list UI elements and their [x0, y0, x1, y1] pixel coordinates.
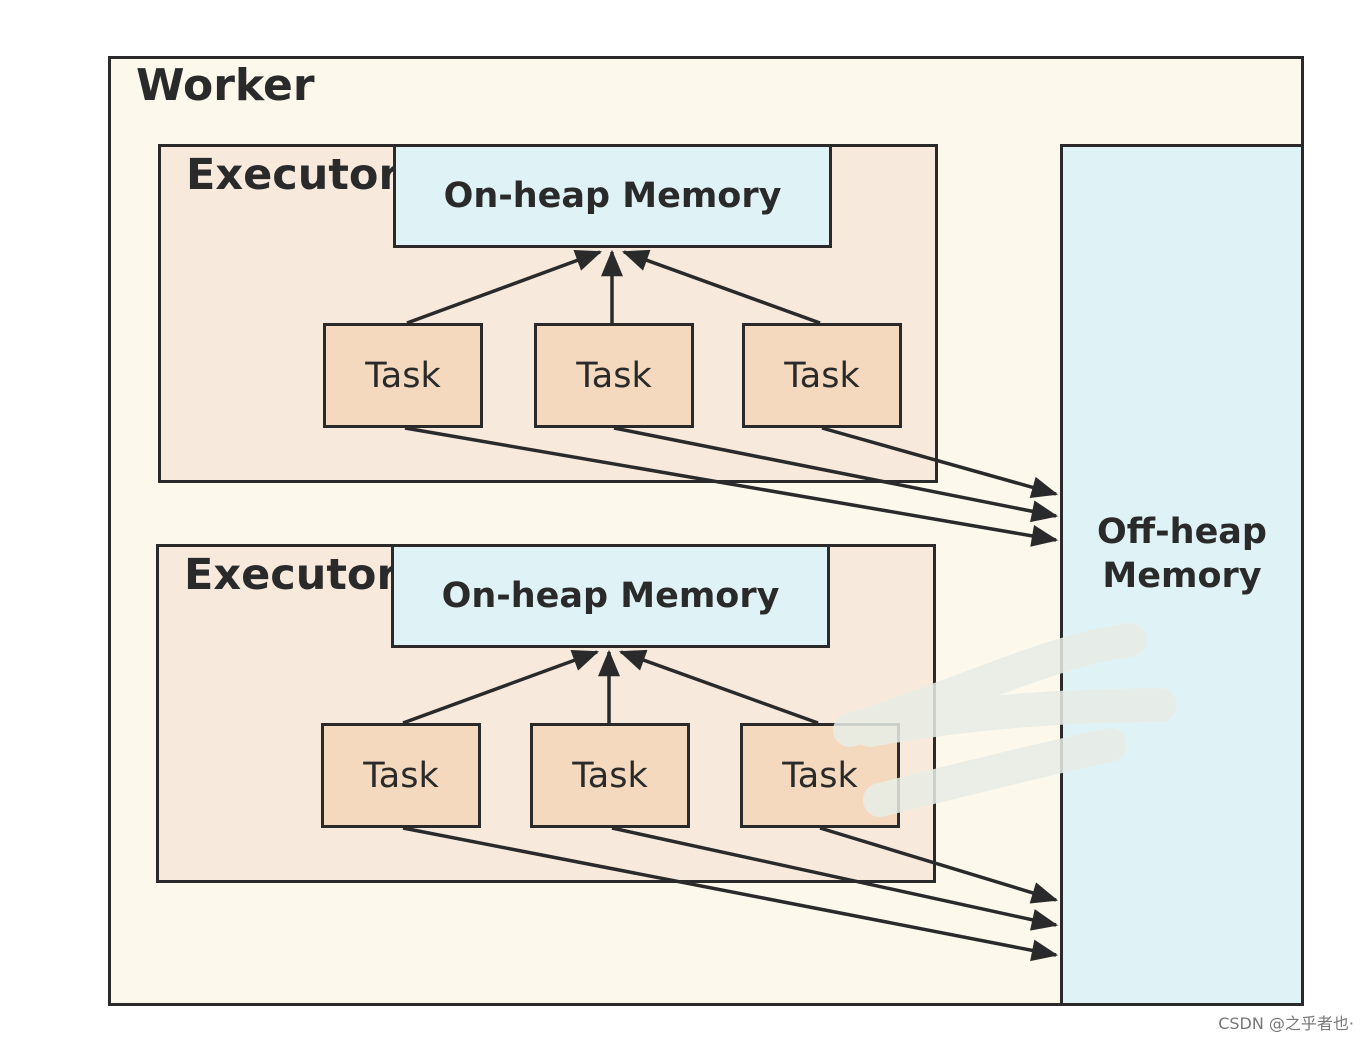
task-1-3: Task	[742, 323, 902, 428]
on-heap-memory-label-1: On-heap Memory	[443, 176, 782, 216]
arrow-task-1-1-to-offheap	[404, 426, 1059, 547]
eraser-scribble	[833, 623, 1177, 817]
arrow-task-2-2-to-offheap	[611, 826, 1059, 931]
arrow-task-1-3-to-onheap	[621, 249, 821, 325]
task-label: Task	[784, 355, 860, 396]
off-heap-memory: Off-heap Memory	[1060, 144, 1304, 1006]
task-label: Task	[576, 355, 652, 396]
off-heap-label-line1: Off-heap	[1097, 512, 1267, 553]
watermark: CSDN @之乎者也·	[1218, 1014, 1354, 1033]
arrow-task-1-1-to-onheap	[406, 250, 603, 325]
arrow-task-2-3-to-offheap	[819, 826, 1059, 904]
task-label: Task	[365, 355, 441, 396]
task-label: Task	[782, 755, 858, 796]
on-heap-memory-1: On-heap Memory	[393, 144, 832, 248]
task-2-2: Task	[530, 723, 690, 828]
task-1-2: Task	[534, 323, 694, 428]
on-heap-memory-label-2: On-heap Memory	[441, 576, 780, 616]
executor-label-2: Executor	[184, 550, 398, 600]
arrow-task-1-2-to-offheap	[613, 426, 1059, 523]
off-heap-label-line2: Memory	[1102, 556, 1262, 596]
task-2-1: Task	[321, 723, 481, 828]
task-label: Task	[363, 755, 439, 796]
arrow-task-2-1-to-offheap	[402, 826, 1059, 962]
arrow-task-2-3-to-onheap	[618, 649, 819, 725]
task-1-1: Task	[323, 323, 483, 428]
arrow-task-1-3-to-offheap	[821, 426, 1059, 499]
arrow-task-2-1-to-onheap	[402, 649, 600, 725]
worker-label: Worker	[136, 60, 315, 111]
on-heap-memory-2: On-heap Memory	[391, 544, 830, 648]
executor-label-1: Executor	[186, 150, 400, 200]
task-label: Task	[572, 755, 648, 796]
